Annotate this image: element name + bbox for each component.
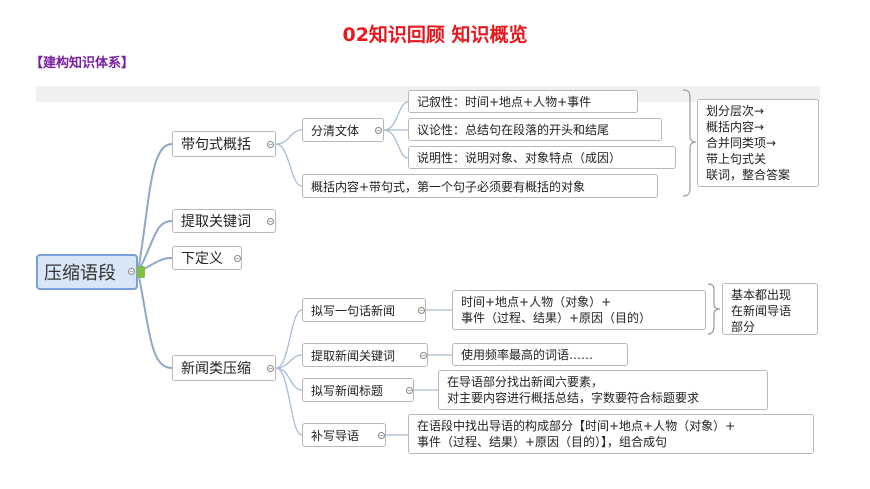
node-one-sentence-news[interactable]: 拟写一句话新闻 <box>302 298 426 322</box>
connector-central-branch2 <box>137 220 173 273</box>
connector-b1-genre <box>275 129 303 145</box>
branch-sentence-summary[interactable]: 带句式概括 <box>172 131 276 157</box>
branch-label: 新闻类压缩 <box>181 361 251 377</box>
collapse-icon[interactable]: − <box>418 307 425 314</box>
detail-news-keywords: 使用频率最高的词语…… <box>452 343 628 366</box>
note-line: 合并同类项→ <box>706 136 777 150</box>
collapse-icon[interactable]: − <box>406 387 413 394</box>
connector-b4-n2 <box>275 354 303 369</box>
detail-one-sentence-news: 时间+地点+人物（对象）+ 事件（过程、结果）+原因（目的） <box>452 290 706 330</box>
node-narrative[interactable]: 记叙性：时间+地点+人物+事件 <box>408 90 638 113</box>
collapse-icon[interactable]: − <box>128 268 135 275</box>
connector-b1-summary <box>275 143 303 187</box>
brace-b1-note <box>682 89 697 197</box>
detail-line: 在语段中找出导语的构成部分【时间+地点+人物（对象）+ <box>417 419 736 433</box>
connector-central-branch1 <box>137 143 173 273</box>
central-topic[interactable]: 压缩语段 <box>36 254 138 290</box>
collapse-icon[interactable]: − <box>375 127 382 134</box>
detail-news-headline: 在导语部分找出新闻六要素， 对主要内容进行概括总结，字数要符合标题要求 <box>438 370 768 410</box>
node-label: 议论性：总结句在段落的开头和结尾 <box>417 123 610 137</box>
note-line: 部分 <box>731 320 756 334</box>
branch-label: 提取关键词 <box>181 214 251 230</box>
branch-news-compression[interactable]: 新闻类压缩 <box>172 355 276 381</box>
note-line: 基本都出现 <box>731 288 792 302</box>
node-label: 分清文体 <box>311 123 360 138</box>
collapse-icon[interactable]: − <box>420 352 427 359</box>
branch-definition[interactable]: 下定义 <box>172 246 242 270</box>
node-distinguish-genre[interactable]: 分清文体 <box>302 118 384 142</box>
collapse-icon[interactable]: − <box>267 218 274 225</box>
detail-write-lead: 在语段中找出导语的构成部分【时间+地点+人物（对象）+ 事件（过程、结果）+原因… <box>408 414 814 454</box>
detail-line: 使用频率最高的词语…… <box>461 348 594 362</box>
branch-label: 下定义 <box>181 251 223 267</box>
section-subtitle: 【建构知识体系】 <box>30 56 135 71</box>
detail-line: 时间+地点+人物（对象）+ <box>461 295 612 309</box>
node-summary-with-pattern[interactable]: 概括内容+带句式，第一个句子必须要有概括的对象 <box>302 174 658 198</box>
note-line: 划分层次→ <box>706 104 765 118</box>
node-argumentative[interactable]: 议论性：总结句在段落的开头和结尾 <box>408 118 662 141</box>
detail-line: 事件（过程、结果）+原因（目的） <box>461 311 652 325</box>
node-label: 拟写一句话新闻 <box>311 303 396 318</box>
detail-line: 对主要内容进行概括总结，字数要符合标题要求 <box>447 391 700 405</box>
note-line: 在新闻导语 <box>731 304 792 318</box>
node-label: 说明性：说明对象、对象特点（成因） <box>417 151 622 165</box>
central-collapse-toggle[interactable] <box>137 266 145 278</box>
detail-line: 事件（过程、结果）+原因（目的）】，组合成句 <box>417 435 668 449</box>
brace-n1-note <box>707 283 721 335</box>
collapse-icon[interactable]: − <box>267 365 274 372</box>
node-news-headline[interactable]: 拟写新闻标题 <box>302 378 414 402</box>
note-line: 带上句式关 <box>706 152 767 166</box>
node-news-keywords[interactable]: 提取新闻关键词 <box>302 343 428 367</box>
node-label: 概括内容+带句式，第一个句子必须要有概括的对象 <box>311 179 586 194</box>
connector-genre-expository <box>383 129 409 159</box>
page-title: 02知识回顾 知识概览 <box>342 24 528 46</box>
node-label: 补写导语 <box>311 428 360 443</box>
note-news-lead: 基本都出现 在新闻导语 部分 <box>722 283 818 335</box>
branch-keywords[interactable]: 提取关键词 <box>172 209 276 233</box>
node-label: 记叙性：时间+地点+人物+事件 <box>417 95 592 109</box>
collapse-icon[interactable]: − <box>378 432 385 439</box>
detail-line: 在导语部分找出新闻六要素， <box>447 375 604 389</box>
connector-genre-narrative <box>383 101 409 131</box>
connector-b4-n1 <box>275 309 303 369</box>
node-label: 提取新闻关键词 <box>311 348 396 363</box>
central-topic-label: 压缩语段 <box>44 263 116 284</box>
node-write-lead[interactable]: 补写导语 <box>302 423 386 447</box>
collapse-icon[interactable]: − <box>234 255 241 262</box>
node-label: 拟写新闻标题 <box>311 383 384 398</box>
connector-b4-n3 <box>275 367 303 391</box>
note-steps: 划分层次→ 概括内容→ 合并同类项→ 带上句式关 联词，整合答案 <box>697 99 819 187</box>
node-expository[interactable]: 说明性：说明对象、对象特点（成因） <box>408 146 676 169</box>
note-line: 联词，整合答案 <box>706 168 791 182</box>
connector-b4-n4 <box>275 367 303 436</box>
branch-label: 带句式概括 <box>181 137 251 153</box>
note-line: 概括内容→ <box>706 120 765 134</box>
connector-central-branch4 <box>137 271 173 369</box>
collapse-icon[interactable]: − <box>267 141 274 148</box>
